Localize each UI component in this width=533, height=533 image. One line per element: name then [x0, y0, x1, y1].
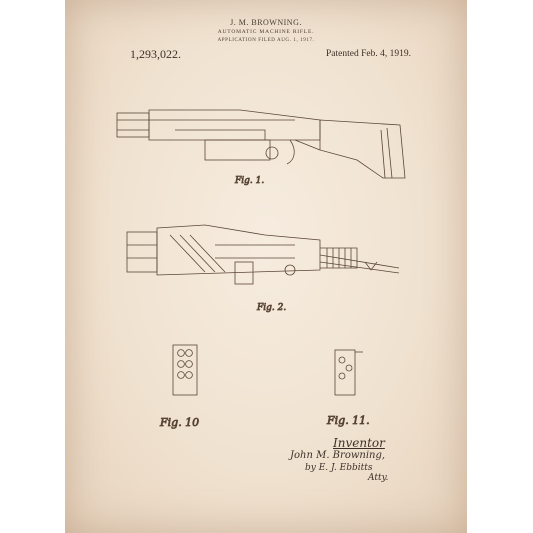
application-filed: APPLICATION FILED AUG. 1, 1917. [217, 38, 315, 43]
inventor-header: J. M. BROWNING. [230, 18, 302, 27]
patent-drawings: Fig. 1. Fig. 2. [116, 109, 406, 429]
figure-2-label: Fig. 2. [256, 303, 286, 313]
patent-date: Patented Feb. 4, 1919. [326, 49, 411, 59]
rifle-section-drawing [126, 224, 400, 285]
patent-sheet: J. M. BROWNING. AUTOMATIC MACHINE RIFLE.… [65, 0, 467, 533]
attorney-signature: by E. J. Ebbitts [305, 463, 373, 473]
figure-11-label: Fig. 11. [326, 414, 370, 427]
invention-title: AUTOMATIC MACHINE RIFLE. [217, 29, 315, 35]
inventor-signature: John M. Browning, [290, 450, 386, 461]
figure-10-label: Fig. 10 [159, 416, 199, 429]
inventor-heading: Inventor [333, 436, 385, 450]
attorney-abbrev: Atty. [368, 473, 389, 483]
magazine-end-drawing [172, 344, 198, 396]
rifle-side-view-drawing [116, 109, 406, 179]
figure-1-label: Fig. 1. [234, 176, 264, 186]
patent-number: 1,293,022. [130, 47, 181, 61]
magazine-side-drawing [334, 349, 363, 396]
